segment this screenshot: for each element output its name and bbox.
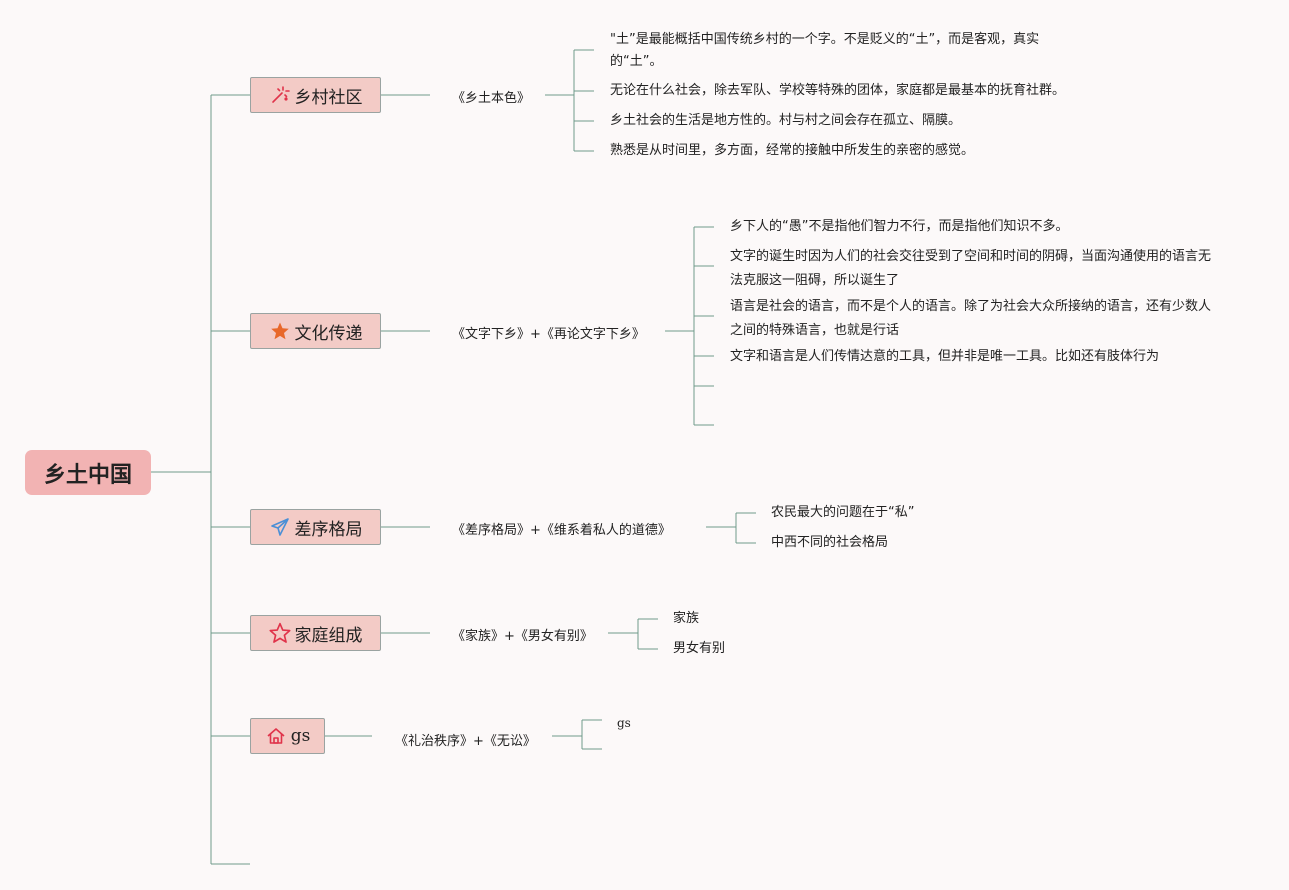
topic-family-composition[interactable]: 家庭组成 bbox=[250, 615, 381, 651]
leaf-item[interactable]: "土”是最能概括中国传统乡村的一个字。不是贬义的“土”，而是客观，真实的“土”。 bbox=[610, 32, 1040, 69]
leaf-item[interactable]: 熟悉是从时间里，多方面，经常的接触中所发生的亲密的感觉。 bbox=[610, 143, 975, 158]
star-outline-icon bbox=[268, 622, 291, 644]
magic-wand-icon bbox=[269, 84, 291, 106]
topic-cultural-transmission[interactable]: 文化传递 bbox=[250, 313, 381, 349]
subtopic-wenzi-xiaxiang[interactable]: 《文字下乡》+《再论文字下乡》 bbox=[452, 327, 645, 342]
subtopic-chaxu-geju[interactable]: 《差序格局》+《维系着私人的道德》 bbox=[452, 523, 671, 538]
leaf-item[interactable]: 中西不同的社会格局 bbox=[771, 535, 889, 550]
leaf-item[interactable]: 无论在什么社会，除去军队、学校等特殊的团体，家庭都是最基本的抚育社群。 bbox=[610, 83, 1066, 98]
leaf-item[interactable]: 农民最大的问题在于“私” bbox=[771, 505, 915, 520]
leaf-item[interactable]: 男女有别 bbox=[673, 641, 726, 656]
root-node[interactable]: 乡土中国 bbox=[25, 450, 151, 495]
paper-plane-icon bbox=[269, 516, 291, 538]
leaf-item[interactable]: 文字和语言是人们传情达意的工具，但并非是唯一工具。比如还有肢体行为 bbox=[730, 349, 1160, 364]
leaf-item[interactable]: 文字的诞生时因为人们的社会交往受到了空间和时间的阴碍，当面沟通使用的语言无法克服… bbox=[730, 249, 1212, 288]
subtopic-lizhi-zhixu[interactable]: 《礼治秩序》+《无讼》 bbox=[395, 734, 536, 749]
star-filled-icon bbox=[269, 320, 291, 342]
topic-label: gs bbox=[290, 726, 311, 746]
subtopic-xiangtu-bense[interactable]: 《乡土本色》 bbox=[452, 91, 531, 106]
leaf-item[interactable]: gs bbox=[617, 716, 631, 730]
root-label: 乡土中国 bbox=[43, 462, 132, 488]
topic-gs[interactable]: gs bbox=[250, 718, 325, 754]
topic-label: 乡村社区 bbox=[294, 87, 363, 108]
leaf-item[interactable]: 乡土社会的生活是地方性的。村与村之间会存在孤立、隔膜。 bbox=[610, 113, 962, 128]
topic-rural-community[interactable]: 乡村社区 bbox=[250, 77, 381, 113]
topic-label: 家庭组成 bbox=[294, 625, 363, 646]
topic-label: 差序格局 bbox=[294, 519, 363, 540]
leaf-item[interactable]: 家族 bbox=[673, 611, 700, 626]
topic-differential-mode[interactable]: 差序格局 bbox=[250, 509, 381, 545]
topic-label: 文化传递 bbox=[294, 323, 363, 344]
home-icon bbox=[265, 725, 287, 747]
leaf-item[interactable]: 乡下人的“愚”不是指他们智力不行，而是指他们知识不多。 bbox=[730, 219, 1069, 234]
subtopic-jiazu[interactable]: 《家族》+《男女有别》 bbox=[452, 629, 593, 644]
leaf-item[interactable]: 语言是社会的语言，而不是个人的语言。除了为社会大众所接纳的语言，还有少数人之间的… bbox=[730, 299, 1212, 338]
